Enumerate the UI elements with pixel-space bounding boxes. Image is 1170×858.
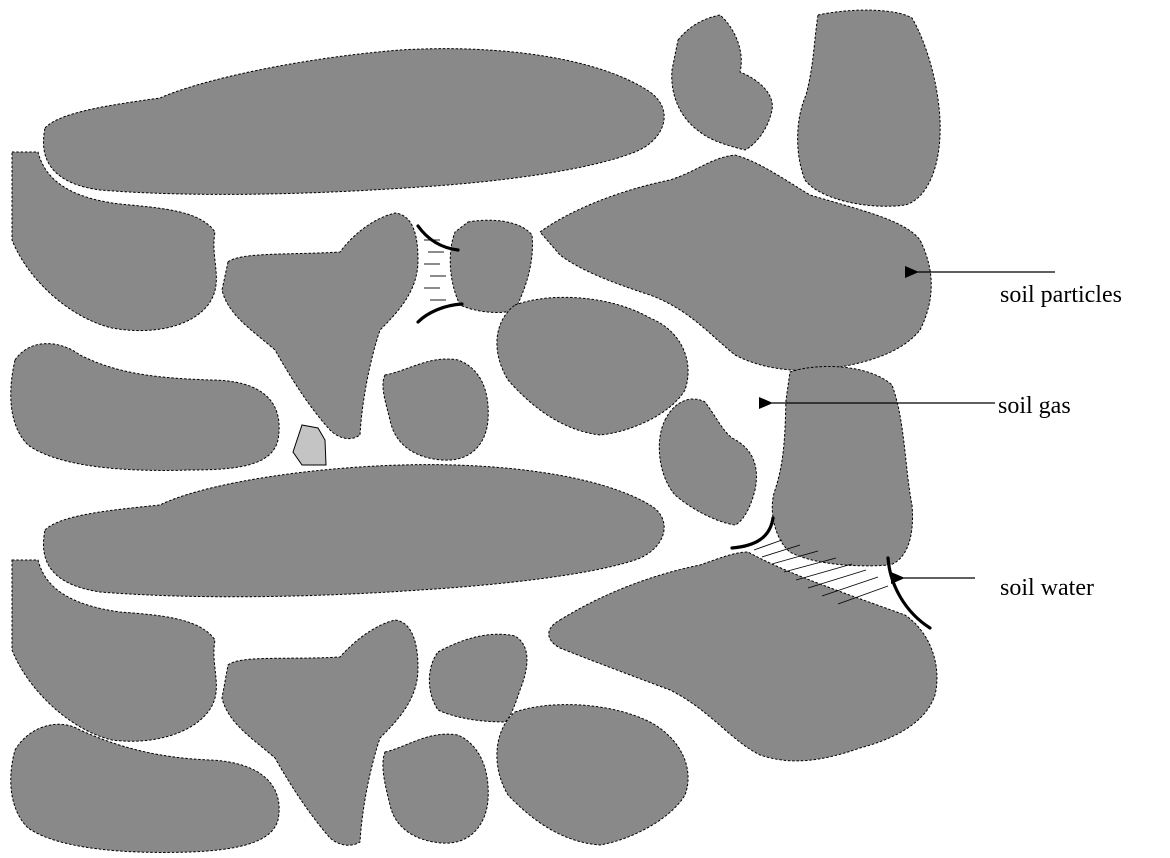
label-soil-water: soil water	[1000, 576, 1094, 600]
soil-particle-top-diamond	[672, 15, 773, 150]
soil-particle-middle-small-rock	[383, 359, 488, 460]
label-soil-particles: soil particles	[1000, 283, 1122, 307]
label-soil-gas: soil gas	[998, 394, 1071, 418]
soil-particle-bottom-small-center	[429, 634, 527, 722]
soil-particle-right-mid-tall	[772, 366, 912, 565]
soil-particle-middle-left	[11, 344, 279, 471]
soil-particle-top-long	[43, 49, 664, 195]
water-film-top	[424, 240, 446, 300]
soil-particle-top-small-center	[450, 220, 532, 312]
soil-particle-top-right-tall	[798, 10, 941, 206]
soil-particle-middle-small-center	[659, 399, 756, 525]
meniscus-top-lower	[418, 304, 462, 322]
soil-particle-bottom-long	[43, 465, 664, 597]
soil-particle-bottom-small-rock	[383, 734, 488, 843]
soil-particle-middle-center	[497, 297, 688, 435]
soil-particle-bottom-middle-left	[11, 724, 279, 852]
soil-particle-bottom-center	[497, 705, 688, 845]
soil-particle-small-light	[293, 425, 326, 465]
